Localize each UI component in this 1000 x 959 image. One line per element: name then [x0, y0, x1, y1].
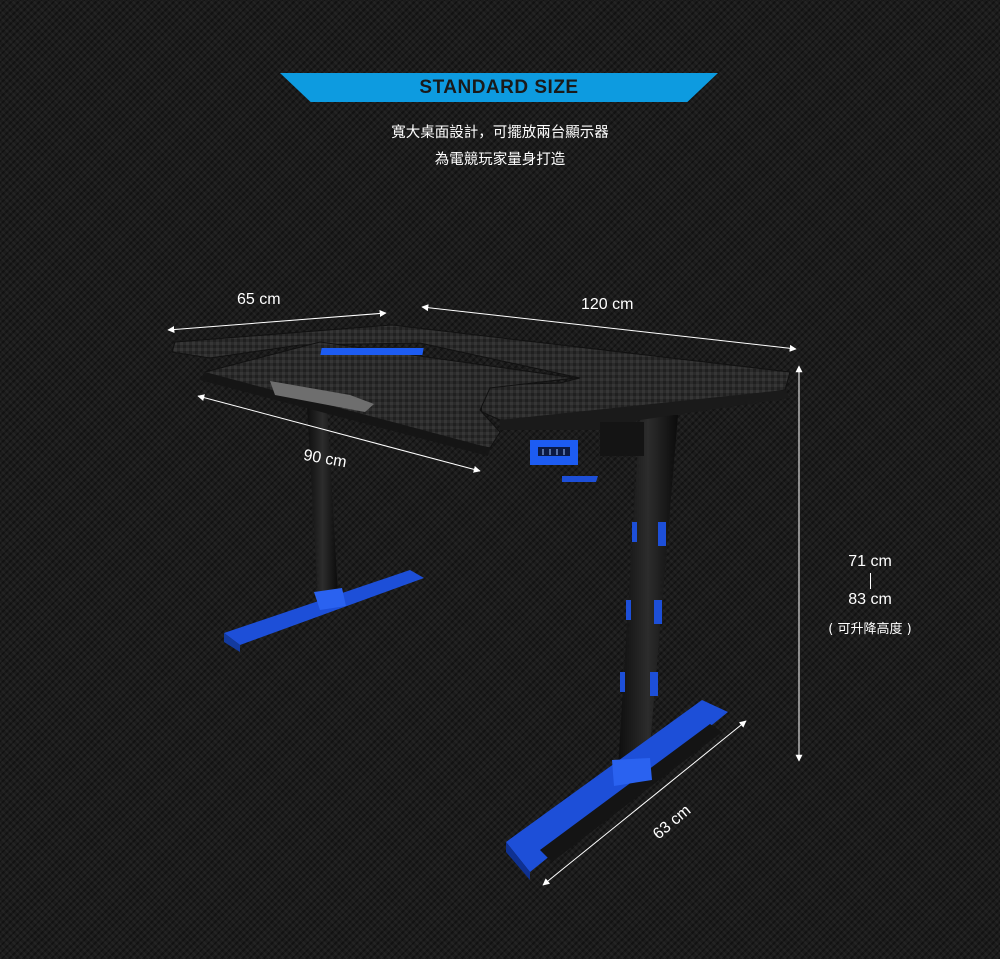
height-range: 71 cm 83 cm ( 可升降高度 ) [815, 552, 925, 637]
desk-top [171, 324, 791, 482]
arrow-base [542, 720, 747, 886]
height-separator [869, 573, 871, 589]
arrow-inner-depth [197, 394, 481, 473]
label-height-min: 71 cm [848, 553, 892, 570]
title-banner: STANDARD SIZE [280, 73, 718, 102]
arrow-side-depth [167, 310, 387, 333]
arrow-width [421, 304, 797, 352]
subtitle-line-2: 為電競玩家量身打造 [434, 152, 566, 168]
left-leg [224, 405, 424, 652]
label-side-depth: 65 cm [237, 291, 281, 308]
label-width: 120 cm [581, 296, 634, 313]
subtitle-line-1: 寬大桌面設計，可擺放兩台顯示器 [391, 125, 609, 141]
label-height-max: 83 cm [848, 591, 892, 608]
label-height-note: ( 可升降高度 ) [828, 622, 912, 637]
banner-title: STANDARD SIZE [419, 76, 579, 98]
right-leg [506, 415, 728, 880]
